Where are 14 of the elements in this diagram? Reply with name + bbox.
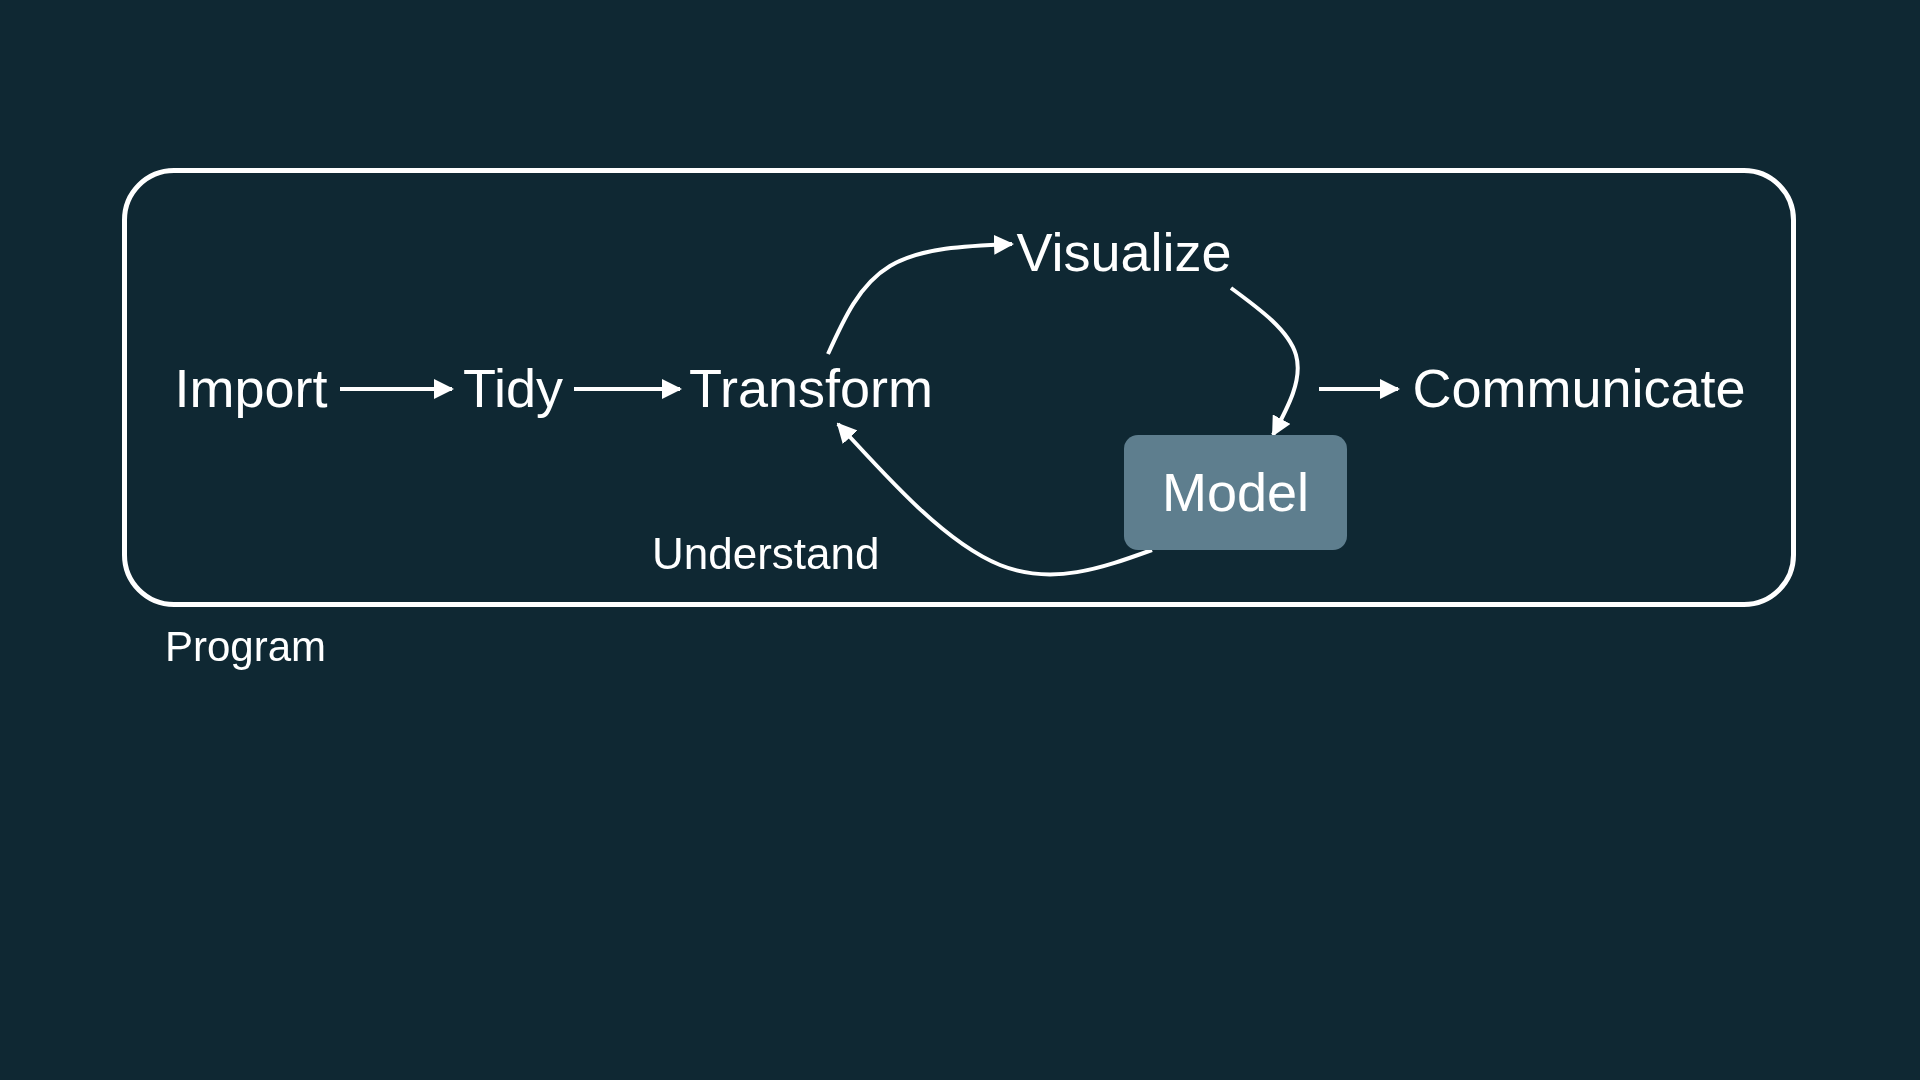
arrow	[826, 234, 1014, 355]
model-box: Model	[1124, 435, 1347, 550]
step-label: Communicate	[1398, 354, 1760, 424]
frame-title: Program	[165, 624, 327, 671]
loop-label: Understand	[652, 530, 880, 579]
arrow	[836, 422, 1153, 577]
arrow	[340, 379, 454, 399]
step-label: Visualize	[1012, 218, 1236, 288]
step-label: Tidy	[452, 354, 574, 424]
arrow	[1229, 286, 1300, 437]
step-label: Import	[162, 354, 340, 424]
arrow	[1319, 379, 1400, 399]
step-label: Transform	[680, 354, 942, 424]
arrow	[574, 379, 682, 399]
